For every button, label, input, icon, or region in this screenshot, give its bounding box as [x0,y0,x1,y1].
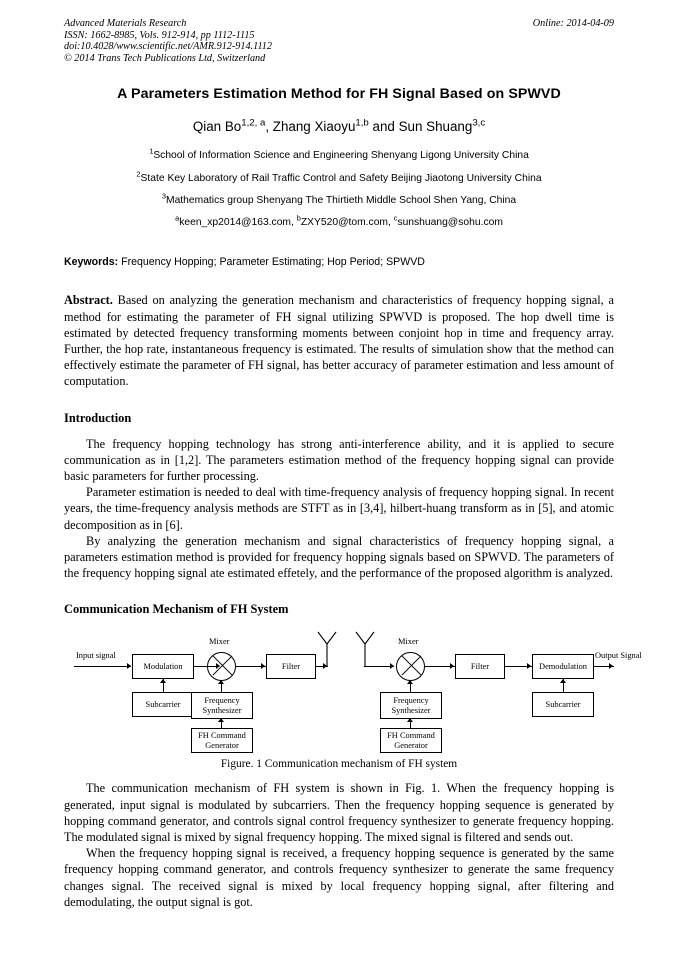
section-heading-introduction: Introduction [64,410,132,425]
box-filter-tx: Filter [266,654,316,680]
section-heading-communication: Communication Mechanism of FH System [64,602,289,617]
freq-synth-tx-arrow [218,680,224,685]
author-list: Qian Bo1,2, a, Zhang Xiaoyu1,b and Sun S… [64,117,614,135]
page-title: A Parameters Estimation Method for FH Si… [117,86,561,103]
box-modulation: Modulation [132,654,194,680]
keywords-label: Keywords: [64,256,119,269]
online-date: Online: 2014-04-09 [532,18,614,29]
author-name-2: Zhang Xiaoyu [272,119,356,135]
output-signal-arrow [609,663,613,670]
mixer-tx-to-filter-wire [236,666,266,668]
keywords: Keywords: Frequency Hopping; Parameter E… [64,256,614,268]
freq-synth-tx-wire [221,681,222,693]
affiliation-marker-1: 1 [149,146,154,156]
box-subcarrier-tx: Subcarrier [132,692,194,718]
freq-synth-rx-wire [410,681,411,693]
box-filter-rx: Filter [455,654,505,680]
figure-1-diagram: Input signal Modulation Subcarrier Mixer [64,630,642,754]
input-signal-wire [74,666,131,668]
affiliation-1: 1School of Information Science and Engin… [64,146,614,162]
affiliation-text-2: State Key Laboratory of Rail Traffic Con… [140,172,542,184]
modulation-to-mixer-wire [194,666,219,668]
mixer-tx-to-filter-arrow [261,663,265,670]
antenna-to-mixer-rx-wire [364,666,394,668]
author-name-3: Sun Shuang [398,119,473,135]
email-marker-a: a [175,213,180,223]
input-signal-label: Input signal [76,651,116,661]
affiliation-marker-2: 2 [136,169,141,179]
box-frequency-synthesizer-rx: Frequency Synthesizer [380,692,442,720]
journal-doi: doi:10.4028/www.scientific.net/AMR.912-9… [64,41,272,53]
fh-cmd-rx-wire [410,719,411,729]
journal-copyright: © 2014 Trans Tech Publications Ltd, Swit… [64,52,266,64]
email-marker-b: b [296,213,301,223]
filter-tx-to-antenna-wire [316,666,328,668]
fh-cmd-tx-arrow [218,718,224,723]
author-name-1: Qian Bo [192,119,242,135]
abstract-label: Abstract. [64,293,113,308]
antenna-transmit-icon [317,632,337,667]
subcarrier-tx-wire [163,679,164,693]
subcarrier-tx-arrow [160,679,166,684]
journal-header: Advanced Materials Research ISSN: 1662-8… [64,18,614,64]
box-frequency-synthesizer-rx-label: Frequency Synthesizer [391,696,431,715]
email-a[interactable]: keen_xp2014@163.com, [179,217,297,229]
intro-paragraph-3: By analyzing the generation mechanism an… [64,533,614,581]
author-emails: akeen_xp2014@163.com, bZXY520@tom.com, c… [64,213,614,229]
intro-paragraph-1: The frequency hopping technology has str… [64,436,614,483]
mixer-rx-label: Mixer [398,637,419,647]
fh-cmd-tx-wire [221,719,222,729]
author-sup-1: 1,2, a [241,117,266,129]
affiliation-text-3: Mathematics group Shenyang The Thirtieth… [166,195,517,207]
output-signal-label: Output Signal [595,651,642,661]
keywords-value: Frequency Hopping; Parameter Estimating;… [118,256,425,269]
page-content: Advanced Materials Research ISSN: 1662-8… [64,18,642,910]
filter-rx-to-demodulation-arrow [527,663,531,670]
journal-header-left: Advanced Materials Research ISSN: 1662-8… [64,18,444,64]
output-signal-wire [594,666,614,668]
box-frequency-synthesizer-tx: Frequency Synthesizer [191,692,253,720]
body-paragraph-2: When the frequency hopping signal is rec… [64,846,614,909]
intro-paragraph-2: Parameter estimation is needed to deal w… [64,485,614,532]
email-b[interactable]: ZXY520@tom.com, [300,217,394,229]
mixer-rx-to-filter-wire [425,666,455,668]
author-sup-2: 1,b [355,117,369,129]
box-frequency-synthesizer-tx-label: Frequency Synthesizer [202,696,242,715]
author-sep-2: and [368,119,399,135]
figure-1-caption: Figure. 1 Communication mechanism of FH … [220,758,458,771]
email-c[interactable]: sunshuang@sohu.com [397,217,503,229]
abstract-text: Based on analyzing the generation mechan… [64,293,614,389]
mixer-tx-icon [207,652,236,682]
box-fh-command-generator-rx: FH Command Generator [380,728,442,754]
mixer-rx-icon [396,652,425,682]
filter-tx-to-antenna-arrow [323,663,327,670]
box-fh-command-generator-tx-label: FH Command Generator [198,731,246,750]
affiliation-2: 2State Key Laboratory of Rail Traffic Co… [64,169,614,185]
antenna-receive-icon [355,632,375,667]
freq-synth-rx-arrow [407,680,413,685]
affiliation-marker-3: 3 [161,191,166,201]
filter-rx-to-demodulation-wire [505,666,532,668]
author-sep-1: , [265,119,273,135]
box-fh-command-generator-tx: FH Command Generator [191,728,253,754]
affiliation-3: 3Mathematics group Shenyang The Thirtiet… [64,191,614,207]
journal-issn: ISSN: 1662-8985, Vols. 912-914, pp 1112-… [64,29,255,41]
fh-cmd-rx-arrow [407,718,413,723]
abstract: Abstract. Based on analyzing the generat… [64,292,614,389]
body-paragraph-1: The communication mechanism of FH system… [64,781,614,845]
subcarrier-rx-arrow [560,679,566,684]
mixer-tx-label: Mixer [209,637,230,647]
antenna-to-mixer-rx-arrow [390,663,394,670]
affiliation-text-1: School of Information Science and Engine… [153,150,529,162]
author-sup-3: 3,c [472,117,486,129]
box-subcarrier-rx: Subcarrier [532,692,594,718]
email-marker-c: c [393,213,398,223]
journal-name: Advanced Materials Research [64,18,187,29]
box-demodulation: Demodulation [532,654,594,680]
input-signal-arrow [127,663,131,670]
mixer-rx-to-filter-arrow [450,663,454,670]
subcarrier-rx-wire [563,679,564,693]
box-fh-command-generator-rx-label: FH Command Generator [387,731,435,750]
